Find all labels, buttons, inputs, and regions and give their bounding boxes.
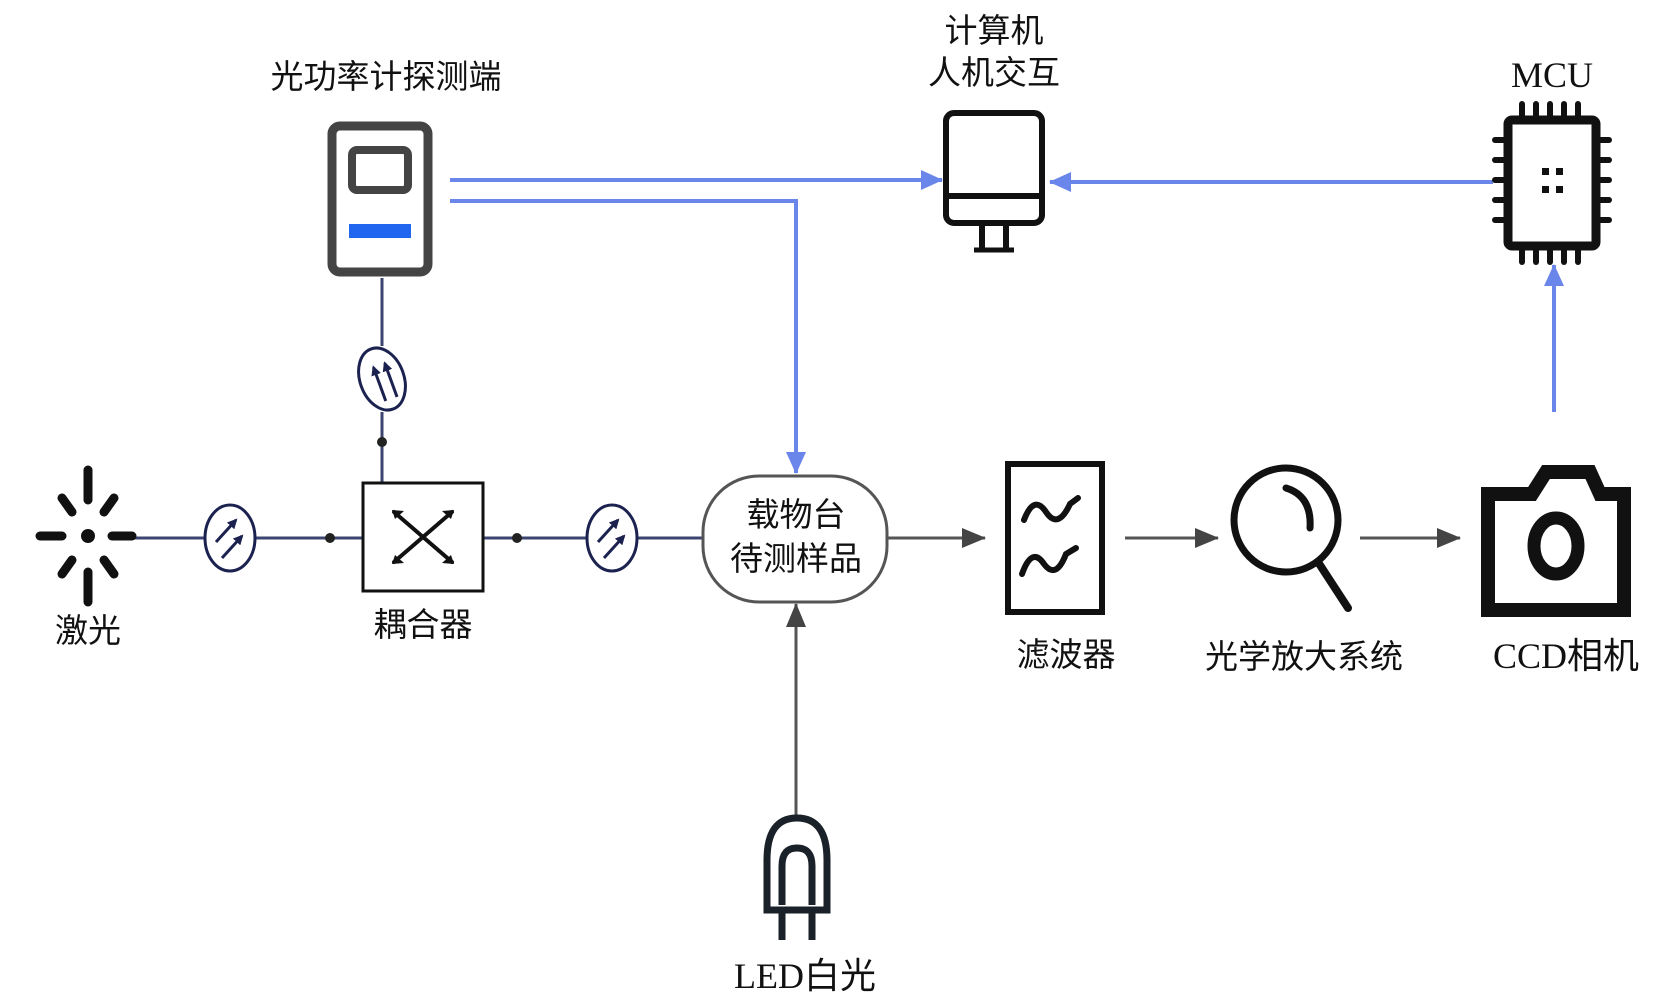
microchip-icon [1492, 101, 1612, 265]
filter-node: 滤波器 [1005, 461, 1116, 674]
laser-burst-icon [35, 465, 137, 607]
stage-label-line2: 待测样品 [730, 539, 862, 578]
fiber-isolator-icon [357, 346, 407, 412]
magnifier-icon [1230, 464, 1352, 612]
coupler-node: 耦合器 [361, 481, 485, 644]
signal-meter-to-stage [450, 199, 806, 474]
mcu-node: MCU [1492, 55, 1612, 265]
fiber-junction-dot [377, 437, 387, 447]
power-meter-label: 光功率计探测端 [271, 57, 502, 96]
mcu-label: MCU [1511, 55, 1593, 95]
filter-label: 滤波器 [1017, 635, 1116, 674]
fiber-isolator-icon [205, 505, 255, 571]
filter-waves-icon [1005, 461, 1105, 615]
camera-label: CCD相机 [1493, 636, 1639, 676]
computer-node: 计算机 人机交互 [928, 11, 1060, 253]
power-meter-node: 光功率计探测端 [271, 57, 502, 277]
desktop-monitor-icon [943, 110, 1045, 253]
led-node: LED白光 [734, 814, 876, 996]
computer-label-line2: 人机交互 [928, 53, 1060, 92]
fiber-junction-dot [512, 533, 522, 543]
optics-node: 光学放大系统 [1205, 464, 1403, 676]
stage-node: 载物台 待测样品 [701, 474, 889, 604]
laser-label: 激光 [55, 611, 121, 650]
stage-label-line1: 载物台 [747, 495, 846, 534]
laser-node: 激光 [35, 465, 137, 650]
fiber-lines [128, 278, 702, 543]
fiber-isolator-icon [587, 505, 637, 571]
computer-label-line1: 计算机 [945, 11, 1044, 50]
optical-arrows [786, 528, 1461, 815]
fiber-junction-dot [325, 533, 335, 543]
signal-lines [450, 170, 1564, 474]
power-meter-icon [327, 121, 433, 277]
led-label: LED白光 [734, 956, 876, 996]
coupler-label: 耦合器 [374, 605, 473, 644]
led-bulb-icon [763, 814, 831, 940]
camera-node: CCD相机 [1481, 465, 1639, 676]
stage-box [701, 474, 889, 604]
optics-label: 光学放大系统 [1205, 637, 1403, 676]
camera-icon [1481, 465, 1631, 617]
